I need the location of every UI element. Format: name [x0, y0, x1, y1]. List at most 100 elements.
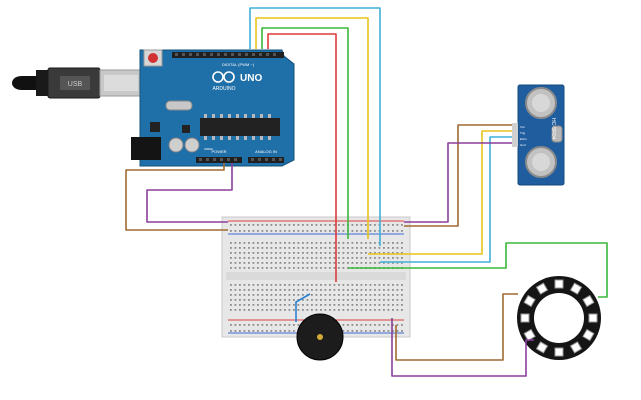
- breadboard-hole: [257, 330, 259, 332]
- wire-brown-5v[interactable]: [125, 163, 228, 231]
- breadboard-hole: [234, 257, 237, 259]
- breadboard-hole: [401, 230, 403, 232]
- breadboard-hole: [261, 257, 264, 259]
- breadboard-hole: [315, 284, 318, 286]
- breadboard-hole: [306, 299, 309, 301]
- breadboard-hole: [234, 294, 237, 296]
- breadboard-hole: [365, 284, 367, 286]
- breadboard-hole: [266, 284, 268, 286]
- breadboard-hole: [234, 309, 237, 311]
- breadboard-hole: [293, 284, 295, 286]
- breadboard-hole: [306, 262, 309, 264]
- breadboard-hole: [306, 257, 309, 259]
- breadboard-hole: [297, 257, 300, 259]
- breadboard-hole: [243, 299, 246, 301]
- breadboard-hole: [266, 267, 268, 269]
- breadboard-hole: [333, 262, 336, 264]
- breadboard-hole: [297, 262, 300, 264]
- breadboard-hole: [342, 309, 345, 311]
- wire-yellow-sensor-trig[interactable]: [368, 130, 512, 255]
- wire-cyan[interactable]: [249, 7, 381, 246]
- breadboard-hole: [338, 294, 340, 296]
- breadboard-hole: [311, 267, 313, 269]
- breadboard-hole: [387, 262, 390, 264]
- breadboard-hole: [252, 294, 255, 296]
- breadboard-hole: [311, 262, 313, 264]
- breadboard-hole: [320, 230, 322, 232]
- wire-purple-ring[interactable]: [391, 318, 534, 377]
- breadboard-hole: [297, 242, 300, 244]
- breadboard-hole: [234, 304, 237, 306]
- wire-purple-gnd[interactable]: [146, 163, 233, 223]
- power-header[interactable]: [196, 157, 242, 163]
- sensor-pin-header[interactable]: [512, 123, 518, 147]
- breadboard-hole: [351, 230, 354, 232]
- breadboard-hole: [234, 330, 237, 332]
- wire-green-ring[interactable]: [348, 242, 608, 298]
- breadboard-hole: [356, 324, 358, 326]
- breadboard-hole: [239, 330, 241, 332]
- breadboard-hole: [360, 284, 363, 286]
- breadboard-hole: [338, 257, 340, 259]
- breadboard-hole: [351, 324, 354, 326]
- breadboard-hole: [320, 304, 322, 306]
- wire-red[interactable]: [267, 33, 337, 246]
- breadboard-hole: [252, 267, 255, 269]
- arduino-uno-board[interactable]: DIGITAL (PWM ~) UNO ARDUINO POWER ANALOG…: [131, 49, 295, 167]
- breadboard-hole: [387, 252, 390, 254]
- breadboard-hole: [234, 299, 237, 301]
- breadboard-hole: [243, 304, 246, 306]
- breadboard-hole: [387, 299, 390, 301]
- piezo-buzzer[interactable]: [296, 313, 344, 361]
- wire-cyan-sensor-echo[interactable]: [380, 136, 512, 263]
- breadboard-hole: [324, 309, 327, 311]
- ultrasonic-sensor[interactable]: HC-SR04 Vcc Trig Echo Gnd: [512, 84, 565, 186]
- breadboard-hole: [230, 304, 232, 306]
- wire-green[interactable]: [261, 27, 349, 239]
- breadboard-hole: [306, 284, 309, 286]
- breadboard-hole: [288, 242, 291, 244]
- breadboard-hole: [374, 299, 376, 301]
- breadboard-hole: [288, 262, 291, 264]
- breadboard-hole: [392, 324, 394, 326]
- wire-brown-ring[interactable]: [395, 293, 518, 361]
- breadboard-hole: [261, 267, 264, 269]
- breadboard-hole: [383, 284, 385, 286]
- neopixel-led: [569, 341, 583, 354]
- breadboard-hole: [383, 324, 385, 326]
- digital-header[interactable]: [172, 52, 284, 58]
- neopixel-led: [523, 328, 536, 342]
- breadboard-hole: [329, 224, 331, 226]
- breadboard-hole: [333, 309, 336, 311]
- breadboard-hole: [230, 309, 232, 311]
- breadboard-hole: [401, 304, 403, 306]
- breadboard-hole: [315, 230, 318, 232]
- breadboard-hole: [284, 262, 286, 264]
- breadboard-hole: [248, 257, 250, 259]
- wire-brown-sensor-vcc[interactable]: [404, 124, 512, 227]
- breadboard-hole: [279, 242, 282, 244]
- wire-yellow[interactable]: [255, 17, 369, 239]
- breadboard-hole: [311, 252, 313, 254]
- breadboard-hole: [369, 309, 372, 311]
- wire-blue-buzzer[interactable]: [295, 293, 311, 322]
- breadboard-hole: [315, 247, 318, 249]
- breadboard-hole: [347, 330, 349, 332]
- breadboard-hole: [338, 309, 340, 311]
- breadboard-hole: [243, 284, 246, 286]
- breadboard-hole: [342, 242, 345, 244]
- breadboard-hole: [369, 299, 372, 301]
- breadboard-hole: [396, 242, 399, 244]
- breadboard-hole: [356, 252, 358, 254]
- wire-purple-sensor-gnd[interactable]: [404, 142, 512, 223]
- neopixel-ring[interactable]: [517, 276, 601, 360]
- breadboard-hole: [396, 294, 399, 296]
- breadboard-hole: [279, 252, 282, 254]
- breadboard-hole: [333, 267, 336, 269]
- breadboard-hole: [252, 230, 255, 232]
- breadboard-hole: [351, 284, 354, 286]
- breadboard-hole: [243, 252, 246, 254]
- breadboard-hole: [401, 309, 403, 311]
- breadboard-hole: [378, 299, 381, 301]
